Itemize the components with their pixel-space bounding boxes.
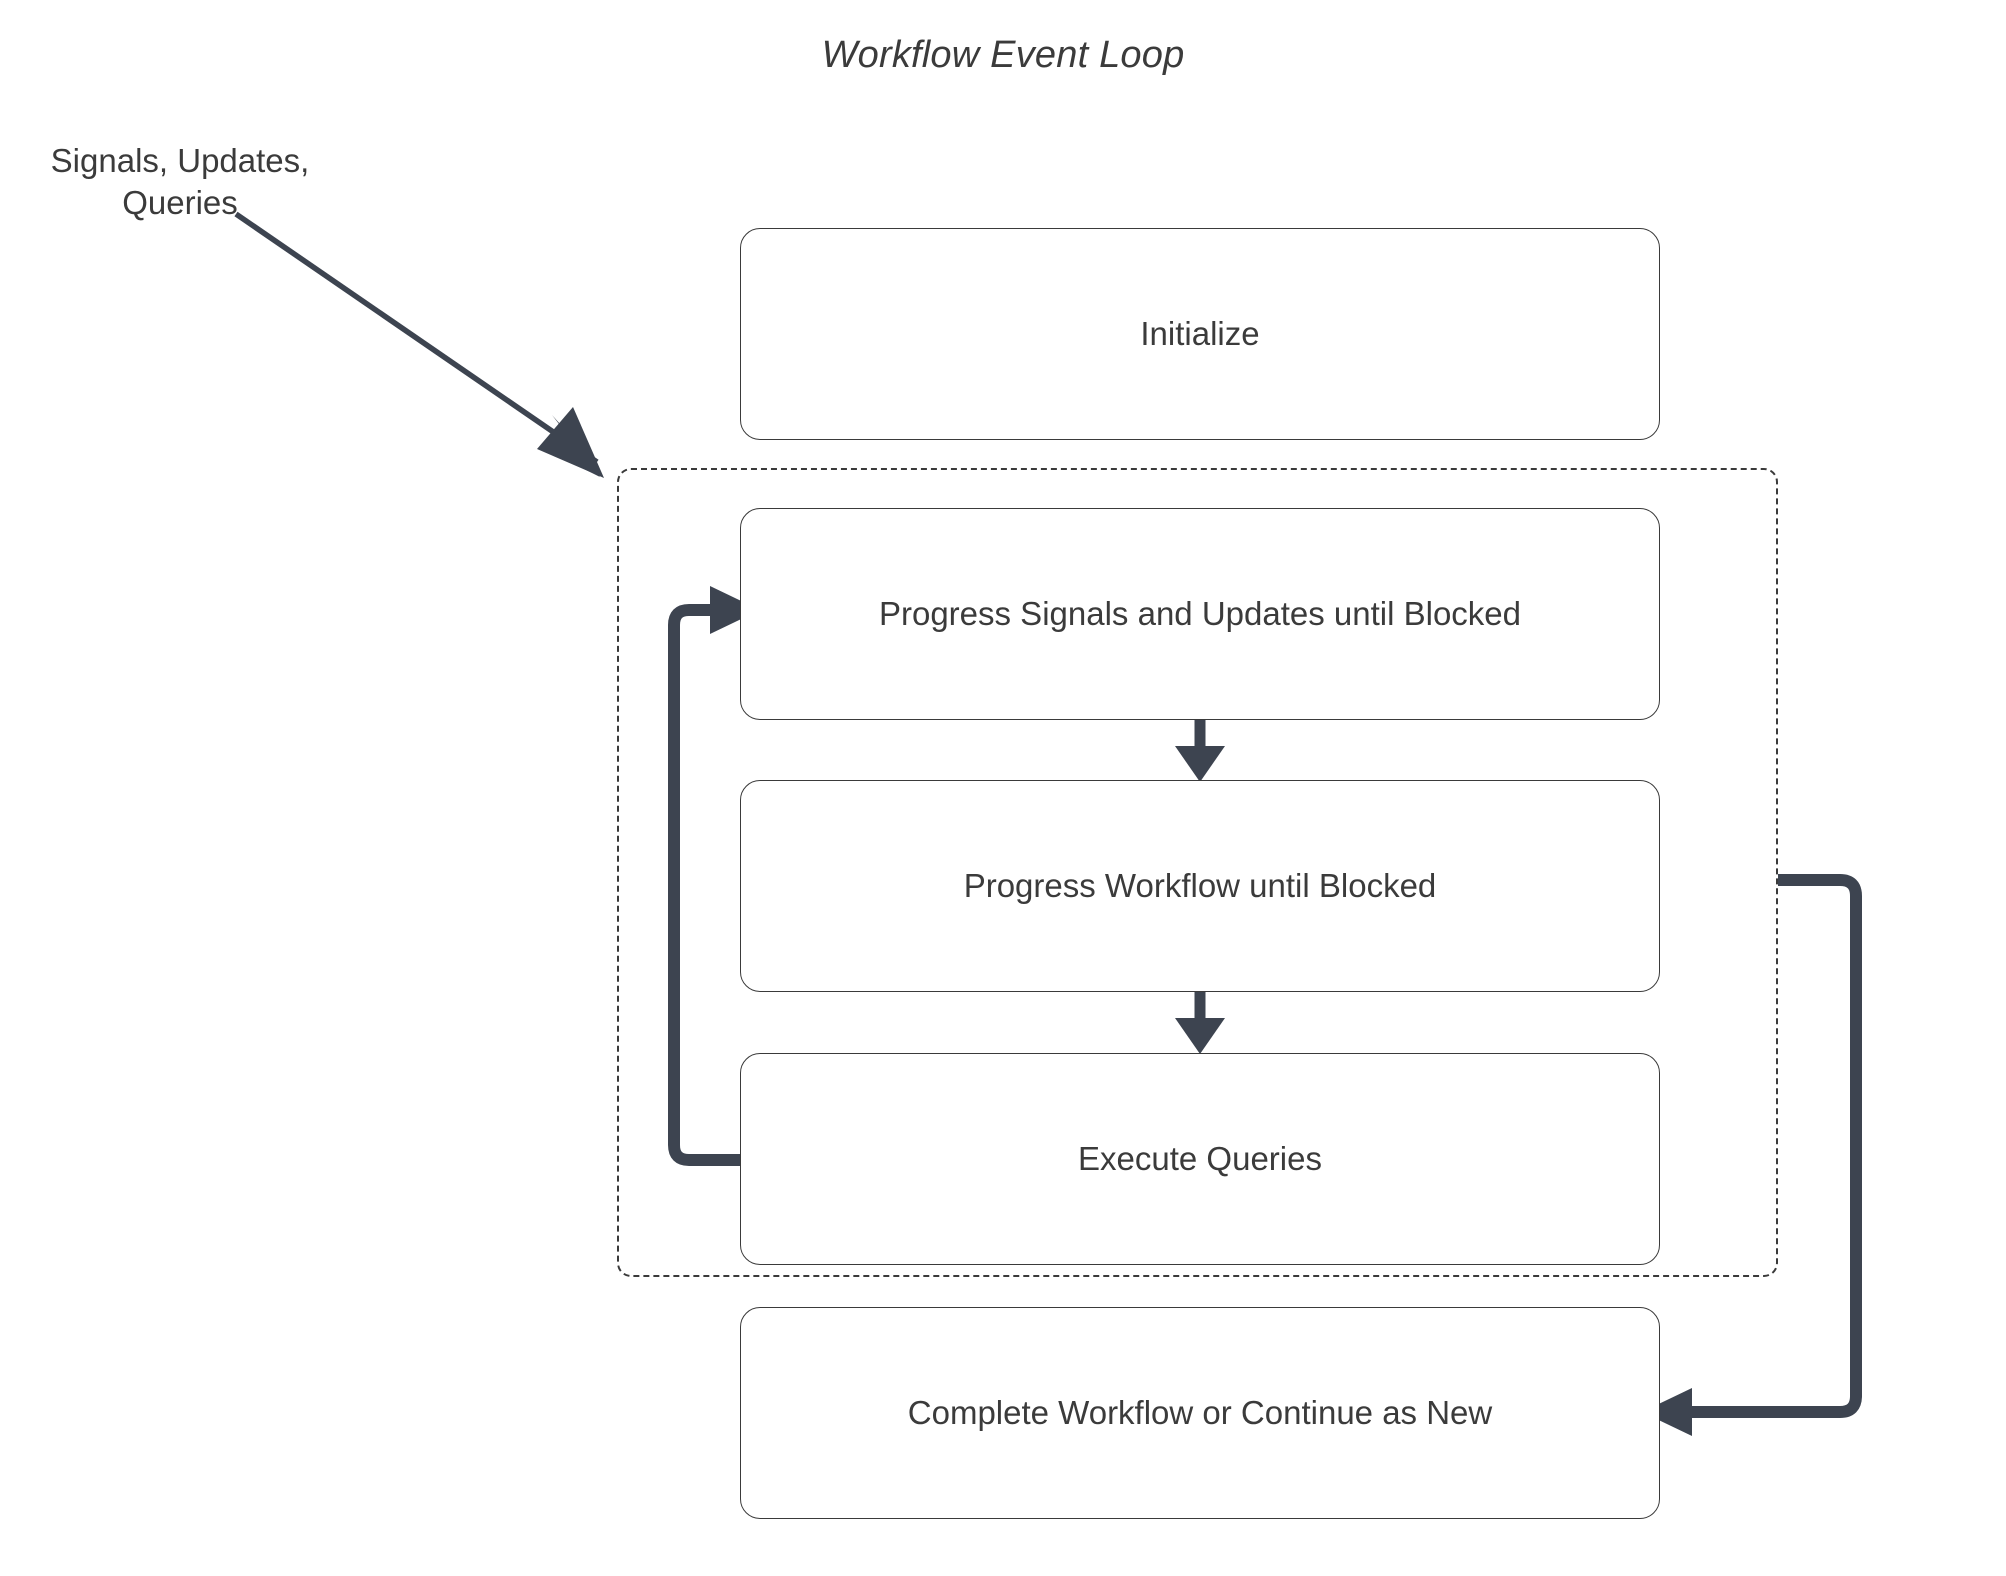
node-initialize-label: Initialize — [1140, 315, 1260, 352]
node-progress-workflow-label: Progress Workflow until Blocked — [963, 867, 1437, 904]
external-input-label-line-1: Signals, Updates, — [50, 142, 310, 179]
node-execute-queries-label: Execute Queries — [1078, 1140, 1322, 1177]
node-execute-queries[interactable]: Execute Queries — [740, 1053, 1660, 1265]
node-progress-workflow[interactable]: Progress Workflow until Blocked — [740, 780, 1660, 992]
event-loop-group — [617, 468, 1778, 1277]
node-progress-signals-and-updates-label: Progress Signals and Updates until Block… — [878, 595, 1522, 632]
page-title: Workflow Event Loop — [821, 34, 1185, 76]
node-complete-workflow-label: Complete Workflow or Continue as New — [907, 1394, 1493, 1431]
node-initialize[interactable]: Initialize — [740, 228, 1660, 440]
external-input-label-line-2: Queries — [122, 184, 238, 221]
node-progress-signals-and-updates[interactable]: Progress Signals and Updates until Block… — [740, 508, 1660, 720]
external-input-label: Signals, Updates, Queries — [20, 140, 340, 224]
edge-signals-to-loop — [234, 211, 604, 478]
node-complete-workflow[interactable]: Complete Workflow or Continue as New — [740, 1307, 1660, 1519]
